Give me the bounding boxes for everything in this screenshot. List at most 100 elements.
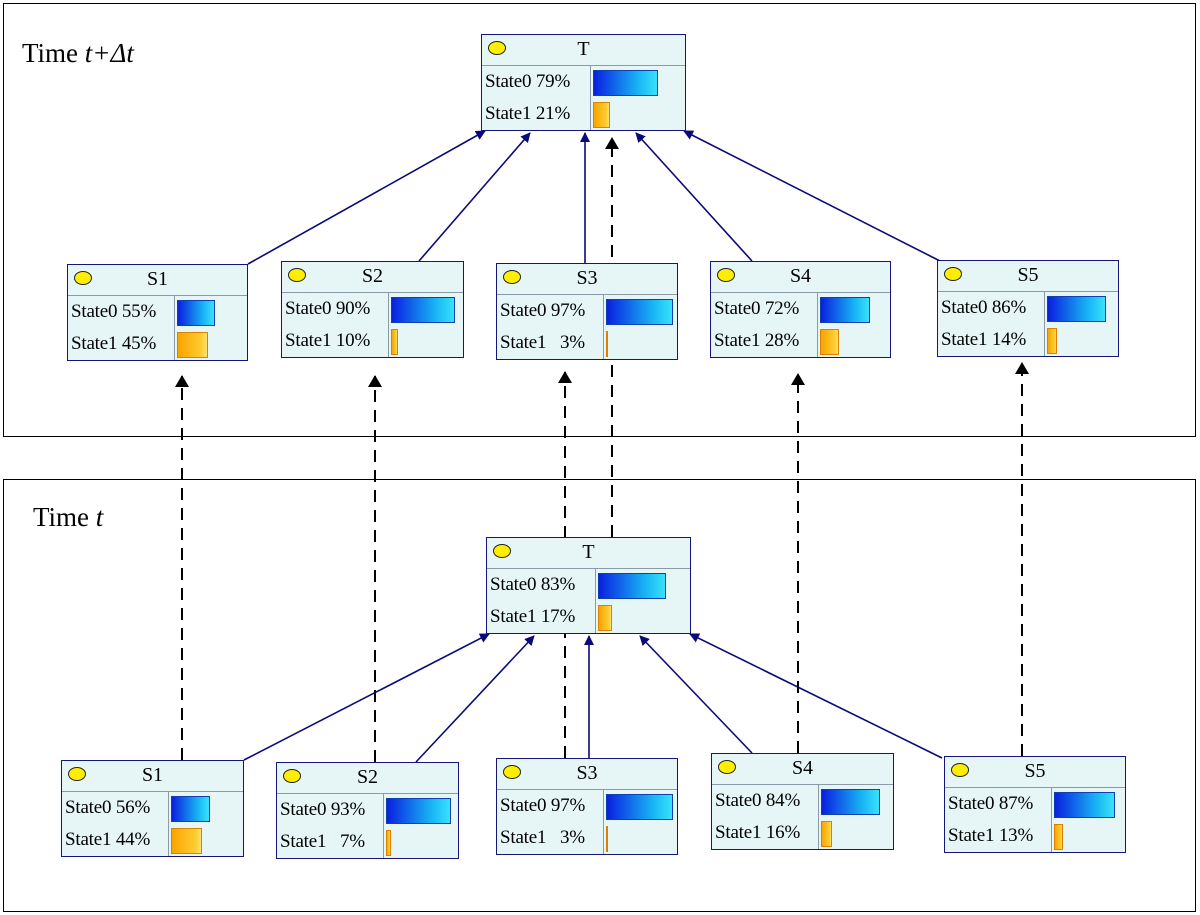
node-title: S1 <box>141 764 164 786</box>
state-label: State0 <box>485 71 532 92</box>
state-divider <box>603 327 604 359</box>
state-label: State0 <box>714 298 761 319</box>
panel-title-time-t-plus-dt: Time t+Δt <box>22 38 134 69</box>
state-percent: 44% <box>115 829 151 850</box>
yellow-ellipse-icon <box>503 765 521 779</box>
state-percent: 79% <box>535 71 571 92</box>
panel-title-time-t: Time t <box>33 502 103 533</box>
state-divider <box>595 569 596 601</box>
yellow-ellipse-icon <box>283 769 301 783</box>
state-row-0: State0 93% <box>277 794 458 826</box>
node-title: T <box>577 38 590 60</box>
yellow-ellipse-icon <box>493 544 511 558</box>
state-text: State0 93% <box>280 799 365 821</box>
state-percent: 16% <box>765 822 801 843</box>
state-text: State1 21% <box>485 103 570 125</box>
state-row-1: State1 3% <box>497 327 677 359</box>
node-header: S5 <box>945 757 1125 788</box>
state-row-1: State1 10% <box>282 325 463 357</box>
yellow-ellipse-icon <box>718 760 736 774</box>
state-row-0: State0 86% <box>938 292 1118 324</box>
state-percent: 55% <box>121 301 157 322</box>
state-divider <box>595 601 596 633</box>
node-header: S2 <box>282 262 463 293</box>
state1-probability-bar <box>177 332 208 358</box>
state-label: State1 <box>941 329 988 350</box>
state-row-1: State1 16% <box>712 817 893 849</box>
yellow-ellipse-icon <box>503 270 521 284</box>
node-header: S4 <box>712 754 893 785</box>
state-row-1: State1 7% <box>277 826 458 858</box>
yellow-ellipse-icon <box>68 767 86 781</box>
state-percent: 97% <box>550 795 586 816</box>
node-title: S5 <box>1024 760 1046 782</box>
state-divider <box>174 296 175 328</box>
state1-probability-bar <box>593 102 610 128</box>
state1-probability-bar <box>1054 824 1063 850</box>
yellow-ellipse-icon <box>951 763 969 777</box>
state-row-1: State1 13% <box>945 820 1125 852</box>
state0-probability-bar <box>386 798 451 824</box>
state-divider <box>1044 324 1045 356</box>
state-divider <box>590 98 591 130</box>
state-label: State0 <box>941 297 988 318</box>
state-row-1: State1 28% <box>711 325 890 357</box>
state-label: State0 <box>71 301 118 322</box>
state-row-0: State0 97% <box>497 790 677 822</box>
state0-probability-bar <box>391 297 455 323</box>
state-text: State1 16% <box>715 822 800 844</box>
state0-probability-bar <box>606 299 673 325</box>
state-percent: 13% <box>998 825 1034 846</box>
state-row-0: State0 56% <box>62 792 243 824</box>
state-row-1: State1 45% <box>68 328 247 360</box>
state-text: State1 44% <box>65 829 150 851</box>
panel-time-t <box>3 479 1196 912</box>
node-header: S5 <box>938 261 1118 292</box>
state-percent: 17% <box>540 606 576 627</box>
state-percent: 7% <box>330 831 365 852</box>
state-label: State0 <box>285 298 332 319</box>
state-percent: 3% <box>550 332 585 353</box>
state-divider <box>818 817 819 849</box>
state-percent: 86% <box>991 297 1027 318</box>
state-text: State0 97% <box>500 795 585 817</box>
node-title: S1 <box>146 268 169 290</box>
panel-title-variable: t <box>95 502 104 532</box>
panel-time-t-plus-dt <box>3 3 1196 437</box>
state-row-0: State0 79% <box>482 66 685 98</box>
state-text: State0 87% <box>948 793 1033 815</box>
state-row-0: State0 72% <box>711 293 890 325</box>
node-header: T <box>482 35 685 66</box>
state-label: State1 <box>714 330 761 351</box>
state-percent: 83% <box>540 574 576 595</box>
node-title: S4 <box>791 757 814 779</box>
state-row-0: State0 83% <box>487 569 690 601</box>
state-text: State1 10% <box>285 330 370 352</box>
state-text: State1 3% <box>500 332 585 354</box>
yellow-ellipse-icon <box>74 271 92 285</box>
yellow-ellipse-icon <box>488 41 506 55</box>
state-percent: 56% <box>115 797 151 818</box>
state-row-1: State1 17% <box>487 601 690 633</box>
node-t-top[interactable]: T State0 79% State1 21% <box>481 34 686 131</box>
panel-title-prefix: Time <box>33 502 96 532</box>
state-divider <box>1051 788 1052 820</box>
state-text: State1 45% <box>71 333 156 355</box>
state-divider <box>388 325 389 357</box>
state-row-1: State1 21% <box>482 98 685 130</box>
yellow-ellipse-icon <box>944 267 962 281</box>
state1-probability-bar <box>386 830 391 856</box>
state-divider <box>383 826 384 858</box>
state-label: State1 <box>485 103 532 124</box>
